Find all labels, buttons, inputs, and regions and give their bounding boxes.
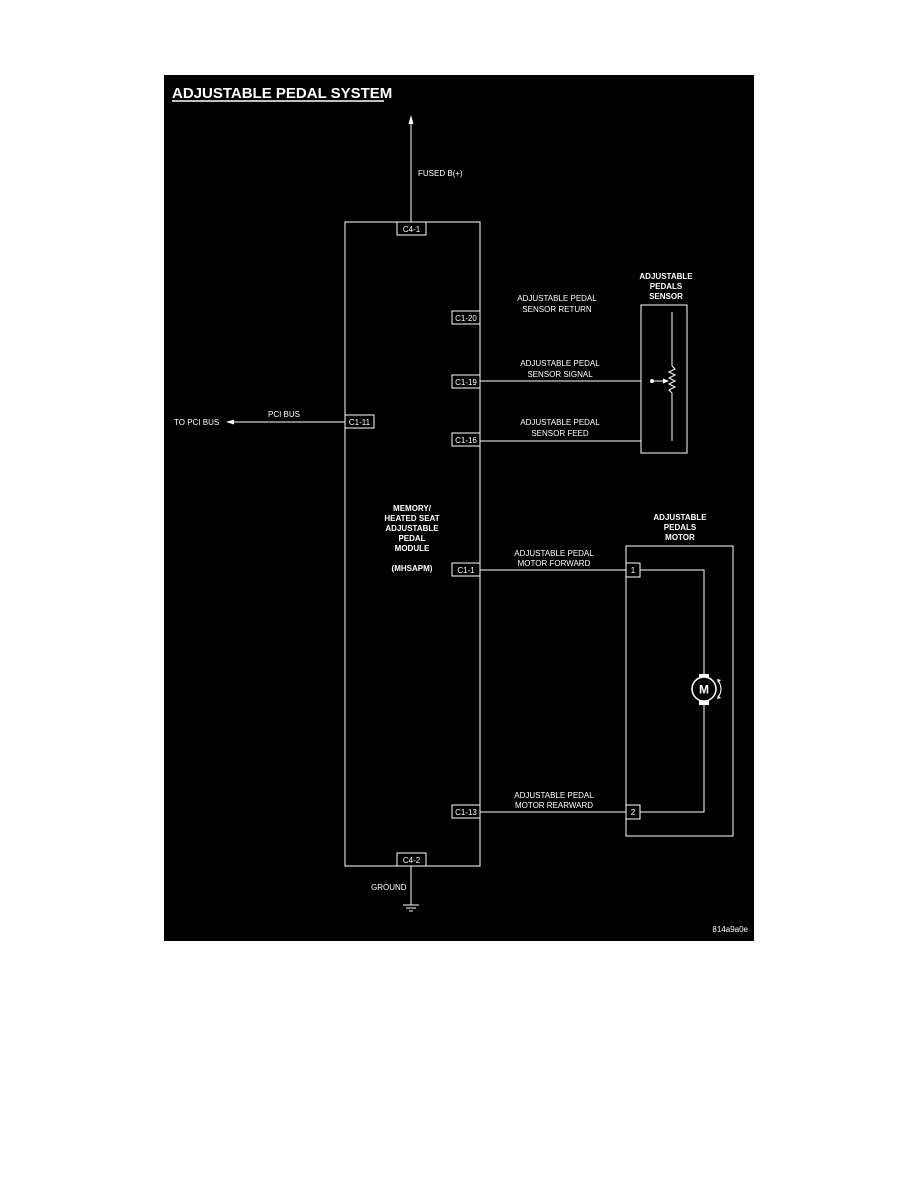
module-abbrev: (MHSAPM) <box>392 564 433 573</box>
svg-text:MOTOR: MOTOR <box>665 533 695 542</box>
svg-text:C1-13: C1-13 <box>455 808 477 817</box>
svg-text:C1-19: C1-19 <box>455 378 477 387</box>
rotation-arrows-icon <box>717 679 722 699</box>
motor-icon: M <box>691 674 717 705</box>
svg-text:PEDALS: PEDALS <box>664 523 697 532</box>
motor-rearward-label-2: MOTOR REARWARD <box>515 801 593 810</box>
motor-forward-label-2: MOTOR FORWARD <box>518 559 591 568</box>
ground-label: GROUND <box>371 883 407 892</box>
connector-c4-1 <box>396 221 427 236</box>
motor-title: ADJUSTABLE PEDALS MOTOR <box>653 513 707 542</box>
svg-text:C1-20: C1-20 <box>455 314 477 323</box>
sensor-signal-label-2: SENSOR SIGNAL <box>527 370 593 379</box>
svg-text:C1-1: C1-1 <box>457 566 475 575</box>
motor-rearward-label: ADJUSTABLE PEDAL <box>514 791 594 800</box>
potentiometer-icon <box>650 312 677 441</box>
sensor-return-label-2: SENSOR RETURN <box>522 305 592 314</box>
svg-text:MODULE: MODULE <box>395 544 430 553</box>
svg-text:ADJUSTABLE: ADJUSTABLE <box>653 513 707 522</box>
svg-text:MEMORY/: MEMORY/ <box>393 504 432 513</box>
pci-bus-wire-label: PCI BUS <box>268 410 300 419</box>
svg-text:HEATED SEAT: HEATED SEAT <box>384 514 439 523</box>
motor-symbol: M <box>699 683 709 697</box>
connector-c1-20 <box>451 310 481 325</box>
svg-text:C4-1: C4-1 <box>403 225 421 234</box>
up-arrow-icon <box>408 115 414 222</box>
svg-text:C1-11: C1-11 <box>349 418 371 427</box>
sensor-return-label: ADJUSTABLE PEDAL <box>517 294 597 303</box>
figure-id: 814a9a0e <box>712 925 748 934</box>
sensor-signal-label: ADJUSTABLE PEDAL <box>520 359 600 368</box>
left-arrow-icon <box>226 419 234 425</box>
svg-text:C4-2: C4-2 <box>403 856 421 865</box>
to-pci-bus-label: TO PCI BUS <box>174 418 219 427</box>
svg-text:ADJUSTABLE: ADJUSTABLE <box>639 272 693 281</box>
svg-text:PEDAL: PEDAL <box>398 534 425 543</box>
svg-text:C1-16: C1-16 <box>455 436 477 445</box>
svg-text:ADJUSTABLE: ADJUSTABLE <box>385 524 439 533</box>
svg-text:PEDALS: PEDALS <box>650 282 683 291</box>
svg-text:1: 1 <box>631 566 636 575</box>
motor-box <box>625 545 734 837</box>
fused-b-plus-label: FUSED B(+) <box>418 169 463 178</box>
module-name: MEMORY/ HEATED SEAT ADJUSTABLE PEDAL MOD… <box>384 504 439 553</box>
connector-c1-16 <box>451 432 481 447</box>
svg-text:2: 2 <box>631 808 636 817</box>
sensor-feed-label: ADJUSTABLE PEDAL <box>520 418 600 427</box>
sensor-feed-label-2: SENSOR FEED <box>531 429 589 438</box>
svg-text:SENSOR: SENSOR <box>649 292 683 301</box>
diagram-title: ADJUSTABLE PEDAL SYSTEM <box>172 85 392 102</box>
sensor-title: ADJUSTABLE PEDALS SENSOR <box>639 272 693 301</box>
ground-symbol-icon <box>403 904 419 912</box>
motor-forward-label: ADJUSTABLE PEDAL <box>514 549 594 558</box>
module-box <box>344 221 481 867</box>
